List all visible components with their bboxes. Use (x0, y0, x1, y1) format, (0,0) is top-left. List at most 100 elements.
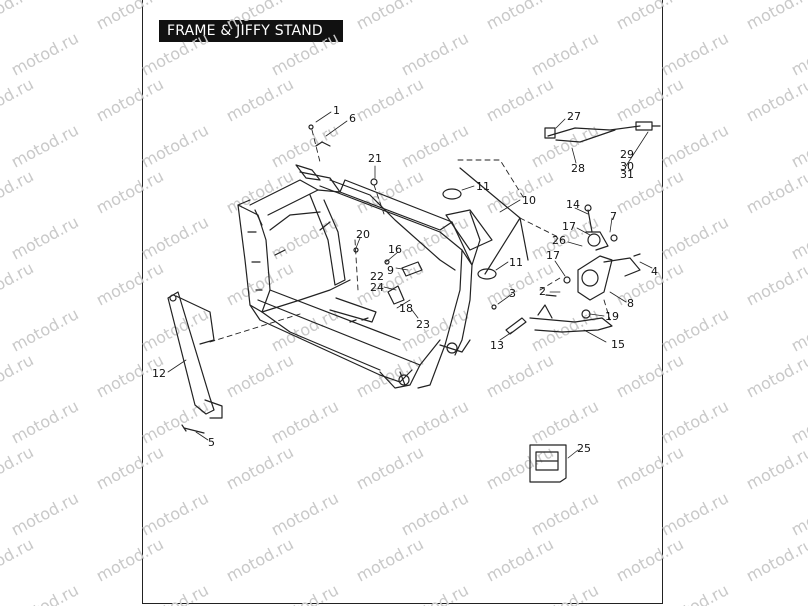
frame-main (237, 164, 493, 389)
watermark-text: motod.ru (353, 350, 427, 401)
callout-30: 30 (620, 160, 634, 173)
watermark-text: motod.ru (268, 396, 342, 447)
callout-5: 5 (208, 436, 215, 449)
callout-6: 6 (349, 112, 356, 125)
hardware-fasteners (308, 124, 641, 323)
watermark-text: motod.ru (483, 534, 557, 585)
watermark-text: motod.ru (398, 580, 472, 606)
watermark-text: motod.ru (223, 74, 297, 125)
jiffy-stand-bracket (167, 291, 223, 419)
watermark-text: motod.ru (353, 74, 427, 125)
callout-3: 3 (509, 287, 516, 300)
callout-9: 9 (387, 264, 394, 277)
watermark-text: motod.ru (0, 74, 37, 125)
watermark-text: motod.ru (138, 580, 212, 606)
watermark-text: motod.ru (658, 304, 732, 355)
callout-31: 31 (620, 168, 634, 181)
watermark-text: motod.ru (0, 166, 37, 217)
bolt-5 (181, 424, 205, 434)
watermark-text: motod.ru (528, 120, 602, 171)
stand-mount-bracket (577, 231, 641, 301)
callout-18: 18 (399, 302, 413, 315)
watermark-text: motod.ru (483, 166, 557, 217)
watermark-text: motod.ru (398, 28, 472, 79)
watermark-text: motod.ru (788, 120, 808, 171)
watermark-text: motod.ru (613, 0, 687, 34)
watermark-text: motod.ru (93, 534, 167, 585)
callout-4: 4 (651, 265, 658, 278)
watermark-text: motod.ru (223, 0, 297, 34)
callout-2: 2 (539, 285, 546, 298)
watermark-text: motod.ru (398, 488, 472, 539)
watermark-text: motod.ru (0, 442, 37, 493)
callout-11: 11 (509, 256, 523, 269)
watermark-text: motod.ru (743, 0, 808, 34)
watermark-text: motod.ru (483, 74, 557, 125)
watermark-text: motod.ru (0, 258, 37, 309)
callout-20: 20 (356, 228, 370, 241)
watermark-text: motod.ru (743, 258, 808, 309)
watermark-text: motod.ru (353, 0, 427, 34)
watermark-text: motod.ru (223, 442, 297, 493)
watermark-text: motod.ru (8, 304, 82, 355)
watermark-text: motod.ru (788, 580, 808, 606)
callout-11: 11 (476, 180, 490, 193)
watermark-text: motod.ru (8, 396, 82, 447)
callout-19: 19 (605, 310, 619, 323)
callout-29: 29 (620, 148, 634, 161)
watermark-text: motod.ru (8, 212, 82, 263)
callout-7: 7 (610, 210, 617, 223)
watermark-text: motod.ru (8, 120, 82, 171)
watermark-text: motod.ru (138, 304, 212, 355)
watermark-text: motod.ru (483, 350, 557, 401)
callout-8: 8 (627, 297, 634, 310)
parts-kit-box (529, 444, 567, 483)
watermark-text: motod.ru (93, 74, 167, 125)
diagram-sheet (142, 0, 663, 604)
watermark-text: motod.ru (0, 350, 37, 401)
watermark-text: motod.ru (613, 258, 687, 309)
callout-12: 12 (152, 367, 166, 380)
watermark-text: motod.ru (93, 258, 167, 309)
callout-28: 28 (571, 162, 585, 175)
watermark-text: motod.ru (353, 534, 427, 585)
watermark-text: motod.ru (743, 166, 808, 217)
watermark-text: motod.ru (138, 396, 212, 447)
watermark-text: motod.ru (0, 534, 37, 585)
callout-25: 25 (577, 442, 591, 455)
watermark-text: motod.ru (743, 350, 808, 401)
watermark-text: motod.ru (93, 166, 167, 217)
watermark-text: motod.ru (223, 258, 297, 309)
watermark-text: motod.ru (788, 488, 808, 539)
watermark-text: motod.ru (223, 350, 297, 401)
watermark-text: motod.ru (353, 442, 427, 493)
watermark-text: motod.ru (223, 166, 297, 217)
watermark-text: motod.ru (483, 442, 557, 493)
watermark-text: motod.ru (483, 0, 557, 34)
watermark-text: motod.ru (788, 304, 808, 355)
watermark-text: motod.ru (398, 396, 472, 447)
watermark-text: motod.ru (788, 212, 808, 263)
watermark-text: motod.ru (398, 120, 472, 171)
callout-14: 14 (566, 198, 580, 211)
watermark-text: motod.ru (223, 534, 297, 585)
callout-17: 17 (546, 249, 560, 262)
watermark-text: motod.ru (788, 28, 808, 79)
watermark-text: motod.ru (268, 120, 342, 171)
watermark-text: motod.ru (743, 534, 808, 585)
callout-leaders (167, 111, 653, 459)
callout-27: 27 (567, 110, 581, 123)
watermark-text: motod.ru (93, 0, 167, 34)
watermark-text: motod.ru (528, 488, 602, 539)
callout-23: 23 (416, 318, 430, 331)
watermark-text: motod.ru (613, 74, 687, 125)
watermark-text: motod.ru (613, 534, 687, 585)
callout-13: 13 (490, 339, 504, 352)
watermark-text: motod.ru (138, 212, 212, 263)
watermark-text: motod.ru (138, 120, 212, 171)
callout-10: 10 (522, 194, 536, 207)
watermark-text: motod.ru (613, 442, 687, 493)
callout-26: 26 (552, 234, 566, 247)
watermark-text: motod.ru (8, 488, 82, 539)
